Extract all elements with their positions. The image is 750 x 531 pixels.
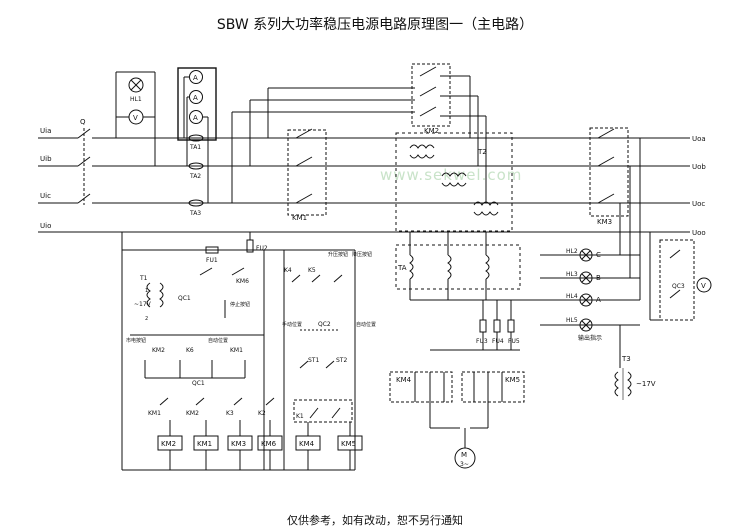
t2-transformer: T2: [395, 132, 513, 232]
km5-label: KM5: [505, 376, 520, 384]
qc2-label: QC2: [318, 321, 331, 328]
q-label: Q: [80, 118, 86, 126]
input-metering: HL1 V A A A TA1 TA2 TA3: [115, 67, 217, 217]
fu1-label: FU1: [206, 257, 218, 264]
qc3-label: QC3: [672, 283, 685, 290]
km1-interlock-label: KM1: [148, 410, 161, 417]
km4-label: KM4: [396, 376, 412, 384]
bus-out-c: Uoc: [692, 200, 705, 208]
phase-c-label: C: [596, 251, 601, 259]
motor-phase-label: 3~: [460, 461, 469, 468]
ammeter-2-label: A: [193, 94, 198, 102]
ta1-label: TA1: [189, 144, 201, 151]
bus-in-c: Uic: [40, 192, 51, 200]
qc1-contact-label: QC1: [192, 380, 205, 387]
hl4-label: HL4: [566, 293, 578, 300]
ammeter-3-label: A: [193, 114, 198, 122]
km2-interlock-label: KM2: [186, 410, 199, 417]
k1-label: K1: [296, 413, 304, 420]
motor-label: M: [461, 451, 467, 459]
stop-button-label: 停止按钮: [230, 301, 250, 308]
coil-km6-label: KM6: [261, 440, 277, 448]
t3-label: T3: [621, 355, 631, 363]
hl5-label: HL5: [566, 317, 578, 324]
k6-contact-label: K6: [186, 347, 194, 354]
bus-in-b: Uib: [40, 155, 52, 163]
km3-label: KM3: [597, 218, 612, 226]
ta3-label: TA3: [189, 210, 201, 217]
bus-out-a: Uoa: [692, 135, 706, 143]
t2-label: T2: [477, 148, 487, 156]
bus-in-a: Uia: [40, 127, 51, 135]
motor-control: K4 K5 升压按钮 降压按钮 手动位置 QC2 自动位置 ST1 ST2 K1: [264, 249, 376, 470]
qc1-label: QC1: [178, 295, 191, 302]
qc3-voltmeter: QC3 V: [649, 232, 712, 321]
t1-label: T1: [139, 275, 148, 282]
output-voltmeter-label: V: [701, 282, 706, 290]
hl1-label: HL1: [130, 96, 142, 103]
fu4-label: FU4: [492, 338, 504, 345]
t1-voltage-label: ~17V: [134, 301, 152, 308]
output-indicator-label: 输出指示: [578, 334, 602, 342]
ta-regulator: TA: [395, 232, 540, 301]
diagram-title: SBW 系列大功率稳压电源电路原理图一（主电路）: [216, 17, 534, 33]
hl3-label: HL3: [566, 271, 578, 278]
mains-button-label: 市电按钮: [126, 337, 146, 344]
km2-label: KM2: [424, 127, 439, 135]
k3-label: K3: [226, 410, 234, 417]
coil-km1-label: KM1: [197, 440, 212, 448]
bus-out-b: Uob: [692, 163, 706, 171]
km1-contactor: KM1: [287, 128, 327, 222]
raise-button-label: 升压按钮: [328, 251, 348, 258]
km2-contact-label: KM2: [152, 347, 165, 354]
t1-pin1-label: 1: [145, 288, 148, 294]
disclaimer-footer: 仅供参考，如有改动，恕不另行通知: [287, 514, 463, 527]
coil-km4-label: KM4: [299, 440, 315, 448]
motor-drive: FU3 FU4 FU5 KM4 KM5 M 3~: [389, 300, 525, 469]
coil-km3-label: KM3: [231, 440, 246, 448]
km6-label: KM6: [236, 278, 249, 285]
k4-label: K4: [284, 267, 292, 274]
ammeter-1-label: A: [193, 74, 198, 82]
auto-position-label: 自动位置: [208, 337, 228, 344]
bus-out-o: Uoo: [692, 229, 706, 237]
km1-contact-label: KM1: [230, 347, 243, 354]
km2-contactor: KM2: [231, 63, 486, 203]
k2-label: K2: [258, 410, 266, 417]
st2-label: ST2: [336, 357, 347, 364]
coil-km5-label: KM5: [341, 440, 356, 448]
km3-contactor: KM3: [469, 76, 629, 226]
k5-label: K5: [308, 267, 316, 274]
st1-label: ST1: [308, 357, 319, 364]
manual-position-label: 手动位置: [282, 321, 302, 328]
phase-a-label: A: [596, 296, 601, 304]
ta-label: TA: [397, 264, 407, 272]
coil-km2-label: KM2: [161, 440, 176, 448]
phase-b-label: B: [596, 274, 601, 282]
bus-lines: Q: [38, 118, 690, 233]
t3-voltage-label: ~17V: [636, 380, 656, 388]
fu5-label: FU5: [508, 338, 520, 345]
lower-button-label: 降压按钮: [352, 251, 372, 258]
km1-label: KM1: [292, 214, 307, 222]
control-circuit: FU1 FU2 T1 ~17V 1 2 QC1 KM6 停止按钮 市电按钮 KM…: [121, 232, 355, 471]
fu3-label: FU3: [476, 338, 488, 345]
hl2-label: HL2: [566, 248, 578, 255]
ta2-label: TA2: [189, 173, 201, 180]
t1-pin2-label: 2: [145, 316, 148, 322]
t3-transformer: T3 ~17V: [614, 325, 656, 400]
bus-in-o: Uio: [40, 222, 51, 230]
auto-position-2-label: 自动位置: [356, 321, 376, 328]
input-voltmeter-label: V: [133, 114, 138, 122]
output-lamps: HL2 HL3 HL4 HL5 C B A 输出指示: [540, 138, 641, 342]
coil-row: KM2 KM1 KM3 KM6 KM4 KM5: [157, 420, 363, 470]
fu2-label: FU2: [256, 245, 268, 252]
